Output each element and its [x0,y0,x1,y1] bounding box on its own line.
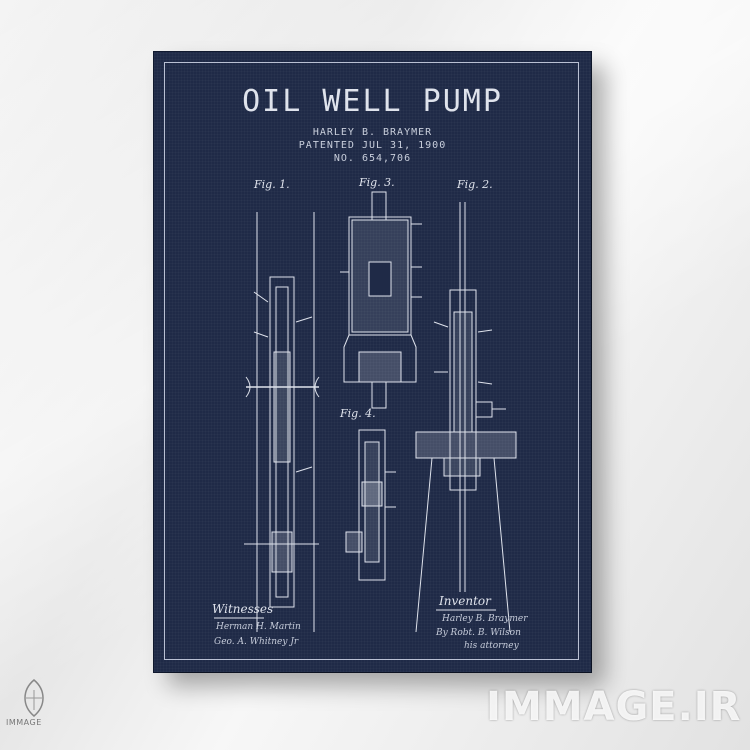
fig3-drawing [340,191,422,409]
fig3-label: Fig. 3. [359,176,395,189]
attorney-role: his attorney [464,641,519,651]
logo-text: IMMAGE [6,718,42,727]
inner-border [164,62,579,660]
patent-number-line: NO. 654,706 [333,153,412,164]
fig1-drawing [244,212,320,632]
inventor-line: HARLEY B. BRAYMER [312,127,433,138]
patent-canvas: OIL WELL PUMP HARLEY B. BRAYMER PATENTED… [154,52,591,672]
witness-signature-2: Geo. A. Whitney Jr [214,637,299,647]
fig4-drawing [345,429,396,581]
immage-logo-icon [24,679,44,717]
fig4-label: Fig. 4. [340,407,376,420]
watermark-text: IMMAGE.IR [486,684,742,730]
inventor-signature: Harley B. Braymer [442,614,528,624]
witnesses-label: Witnesses [212,602,274,616]
attorney-signature: By Robt. B. Wilson [436,628,521,638]
inventor-label: Inventor [439,594,491,608]
patent-drawings [214,191,517,633]
fig2-label: Fig. 2. [457,178,493,191]
witness-signature-1: Herman H. Martin [216,622,301,632]
fig2-drawing [415,202,517,633]
poster-title: OIL WELL PUMP [242,84,503,119]
fig1-label: Fig. 1. [254,178,290,191]
patent-date-line: PATENTED JUL 31, 1900 [298,140,447,151]
